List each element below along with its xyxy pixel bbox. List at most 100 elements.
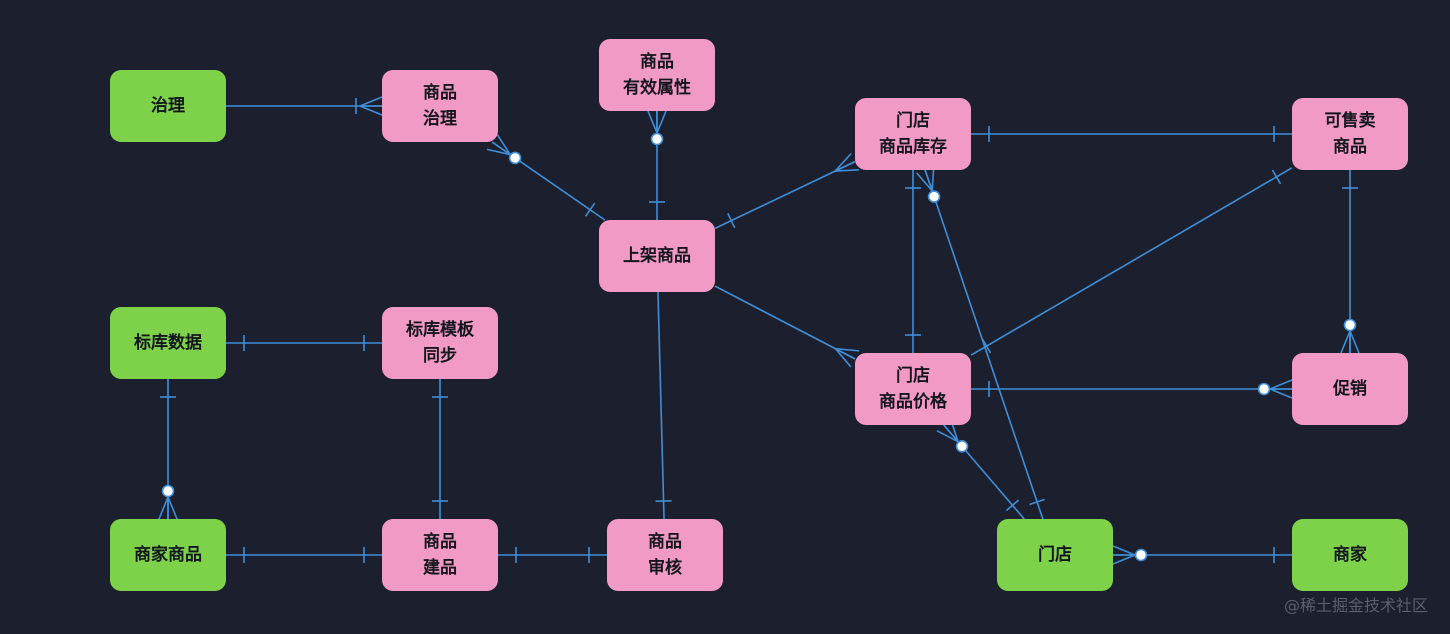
entity-label-zhili-0: 治理 xyxy=(151,95,185,116)
entity-bksj[interactable]: 标库数据 xyxy=(110,307,226,379)
entity-md[interactable]: 门店 xyxy=(997,519,1113,591)
entity-sjsp[interactable]: 上架商品 xyxy=(599,220,715,292)
edge-line-3 xyxy=(714,160,856,230)
entity-box-ksm xyxy=(1292,98,1408,170)
entity-box-spsh xyxy=(607,519,723,591)
edge-md-sj xyxy=(1112,545,1292,565)
many-mark-3b-prong-2 xyxy=(834,152,852,172)
edge-zhili-spzhili xyxy=(226,96,383,116)
entity-label-sj-0: 商家 xyxy=(1333,544,1367,565)
edge-line-7 xyxy=(970,167,1293,356)
one-mark-1b xyxy=(584,202,596,217)
entity-sj[interactable]: 商家 xyxy=(1292,519,1408,591)
zero-many-mark-18a-prong-2 xyxy=(1112,554,1136,565)
entity-box-cx xyxy=(1292,353,1408,425)
zero-many-mark-6a-prong-1 xyxy=(924,169,933,192)
edge-line-9 xyxy=(714,285,856,360)
zero-many-mark-11a-prong-1 xyxy=(943,424,959,443)
edge-sjsp-mdjg xyxy=(714,285,860,368)
edge-spsx-sjsp xyxy=(647,110,667,220)
entity-cx[interactable]: 促销 xyxy=(1292,353,1408,425)
zero-many-mark-1a-prong-0 xyxy=(496,134,511,155)
zero-many-circle-18a xyxy=(1134,548,1148,562)
zero-many-circle-8b xyxy=(1343,318,1357,332)
one-many-mark-0b-prong-0 xyxy=(359,105,383,116)
entity-label-spjp-0: 商品 xyxy=(423,531,457,552)
entity-label-ksm-0: 可售卖 xyxy=(1325,110,1376,131)
entity-label-mdkc-1: 商品库存 xyxy=(879,136,947,157)
edge-sjsp-spsh xyxy=(655,291,672,520)
entity-label-md-0: 门店 xyxy=(1038,544,1072,565)
entity-label-bkmb-0: 标库模板 xyxy=(406,319,475,340)
zero-many-circle-6a xyxy=(927,190,941,203)
entity-box-bkmb xyxy=(382,307,498,379)
entity-label-spsh-0: 商品 xyxy=(648,531,682,552)
entity-box-sj xyxy=(1292,519,1408,591)
edge-mdjg-cx xyxy=(971,379,1293,399)
entity-label-sjsp2-0: 商家商品 xyxy=(134,544,202,565)
entity-label-mdjg-1: 商品价格 xyxy=(879,391,948,412)
edge-ksm-cx xyxy=(1340,170,1360,354)
entity-box-mdkc xyxy=(855,98,971,170)
one-mark-11b xyxy=(1005,499,1020,512)
zero-many-mark-6a-prong-2 xyxy=(916,172,933,192)
entity-label-spsx-0: 商品 xyxy=(640,51,674,72)
nodes-layer: 治理商品治理商品有效属性门店商品库存可售卖商品上架商品标库数据标库模板同步门店商… xyxy=(110,39,1408,591)
zero-many-mark-14b-prong-2 xyxy=(167,496,178,520)
entity-box-mdjg xyxy=(855,353,971,425)
many-mark-9b-prong-1 xyxy=(835,348,856,360)
edge-bkmb-spjp xyxy=(432,379,448,519)
entity-label-bksj-0: 标库数据 xyxy=(134,332,202,353)
entity-box-sjsp2 xyxy=(110,519,226,591)
many-mark-9b-prong-0 xyxy=(834,348,852,368)
zero-many-mark-10b-prong-0 xyxy=(1269,388,1293,399)
one-many-mark-0b-prong-2 xyxy=(359,96,383,107)
zero-many-circle-11a xyxy=(955,439,969,453)
many-mark-9b-prong-2 xyxy=(835,347,860,352)
edge-line-12 xyxy=(657,291,665,520)
zero-many-mark-2a-prong-0 xyxy=(656,110,667,134)
entity-label-spsh-1: 审核 xyxy=(648,557,682,578)
many-mark-3b-prong-1 xyxy=(834,160,856,172)
zero-many-circle-10b xyxy=(1257,382,1271,396)
entity-sjsp2[interactable]: 商家商品 xyxy=(110,519,226,591)
zero-many-mark-1a-prong-1 xyxy=(491,141,511,156)
edge-spjp-spsh xyxy=(498,547,607,563)
entity-box-spjp xyxy=(382,519,498,591)
zero-many-mark-14b-prong-0 xyxy=(158,496,169,520)
edge-spzhili-sjsp xyxy=(486,134,606,221)
edge-mdkc-md xyxy=(916,167,1045,520)
entity-label-mdkc-0: 门店 xyxy=(896,110,930,131)
entity-box-spzhili xyxy=(382,70,498,142)
zero-many-mark-11a-prong-2 xyxy=(936,430,959,443)
entity-label-spsx-1: 有效属性 xyxy=(623,77,691,98)
one-mark-7a xyxy=(1271,169,1282,185)
entity-box-bksj xyxy=(110,307,226,379)
edges-layer xyxy=(158,96,1360,565)
edge-sjsp2-spjp xyxy=(226,547,382,563)
entity-label-sjsp-0: 上架商品 xyxy=(623,245,691,266)
edge-sjsp-mdkc xyxy=(714,152,859,230)
entity-label-cx-0: 促销 xyxy=(1332,378,1367,399)
zero-many-mark-8b-prong-0 xyxy=(1340,330,1351,354)
zero-many-circle-2a xyxy=(650,132,664,146)
edge-line-6 xyxy=(924,169,1044,520)
entity-label-spjp-1: 建品 xyxy=(423,557,457,578)
edge-mdjg-md xyxy=(936,418,1025,520)
edge-mdkc-ksm xyxy=(971,126,1292,142)
entity-label-ksm-1: 商品 xyxy=(1333,136,1367,157)
zero-many-mark-10b-prong-2 xyxy=(1269,379,1293,390)
entity-box-spsx xyxy=(599,39,715,111)
entity-zhili[interactable]: 治理 xyxy=(110,70,226,142)
zero-many-mark-18a-prong-0 xyxy=(1112,545,1136,556)
entity-box-md xyxy=(997,519,1113,591)
